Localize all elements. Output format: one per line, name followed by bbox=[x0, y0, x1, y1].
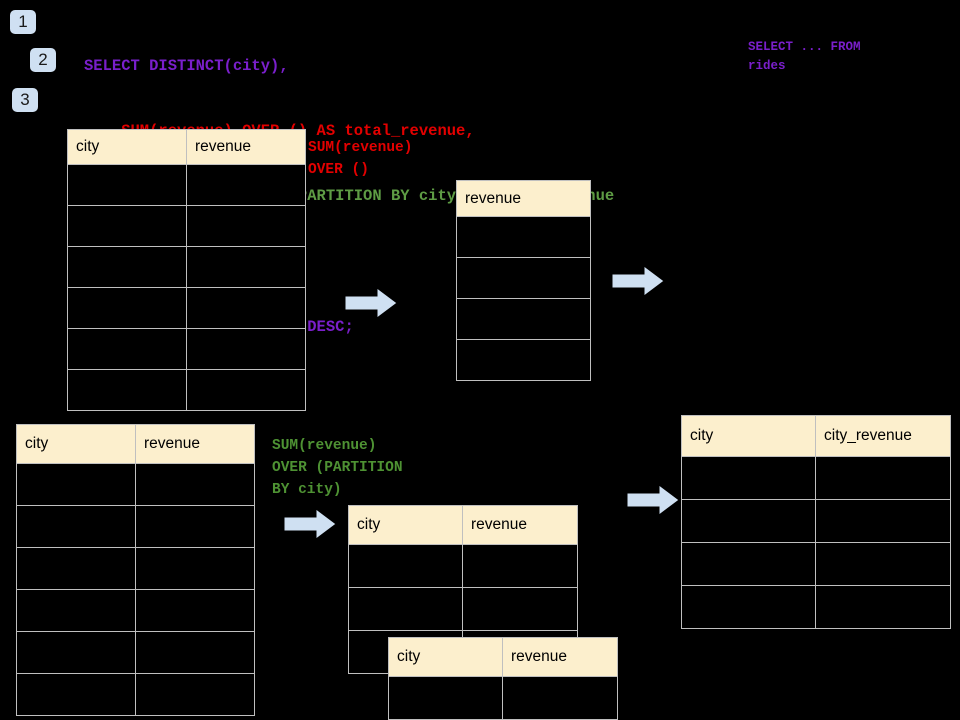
column-header-city-revenue: city_revenue bbox=[815, 415, 951, 457]
table-row bbox=[456, 216, 591, 258]
table-cell bbox=[67, 164, 187, 206]
annotation-total-revenue: SUM(revenue) OVER () bbox=[308, 140, 413, 178]
table-row bbox=[681, 456, 951, 500]
table-cell bbox=[186, 369, 306, 411]
table-cell bbox=[815, 542, 951, 586]
table-row bbox=[67, 164, 306, 206]
table-row bbox=[67, 205, 306, 247]
table-cell bbox=[456, 339, 591, 381]
arrow-partition-to-result bbox=[627, 485, 679, 515]
step-badge-3: 3 bbox=[12, 88, 38, 112]
table-cell bbox=[456, 257, 591, 299]
table-row bbox=[67, 287, 306, 329]
table-cell bbox=[16, 631, 136, 674]
column-header-city: city bbox=[67, 129, 187, 165]
annotation-city-revenue: SUM(revenue) OVER (PARTITION BY city) bbox=[272, 438, 403, 498]
table-cell bbox=[186, 164, 306, 206]
table-row bbox=[16, 673, 255, 716]
column-header-revenue: revenue bbox=[456, 180, 591, 217]
table-cell bbox=[186, 205, 306, 247]
table-cell bbox=[186, 246, 306, 288]
table-cell bbox=[16, 589, 136, 632]
table-cell bbox=[456, 298, 591, 340]
table-header-row: city revenue bbox=[67, 129, 306, 165]
table-cell bbox=[462, 544, 578, 588]
table-cell bbox=[348, 544, 463, 588]
table-header-row: city revenue bbox=[16, 424, 255, 464]
table-cell bbox=[135, 463, 255, 506]
table-cell bbox=[348, 587, 463, 631]
table-cell bbox=[681, 542, 816, 586]
table-row bbox=[16, 631, 255, 674]
table-cell bbox=[135, 673, 255, 716]
table-row bbox=[681, 542, 951, 586]
sql-line-select: SELECT DISTINCT(city), bbox=[84, 56, 289, 75]
table-cell bbox=[186, 287, 306, 329]
table-row bbox=[16, 505, 255, 548]
column-header-city: city bbox=[681, 415, 816, 457]
table-cell bbox=[456, 216, 591, 258]
table-cell bbox=[135, 589, 255, 632]
rides-source-table: city revenue bbox=[67, 129, 306, 411]
table-cell bbox=[681, 456, 816, 500]
column-header-city: city bbox=[16, 424, 136, 464]
table-cell bbox=[67, 287, 187, 329]
final-result-table: city city_revenue bbox=[681, 415, 951, 629]
table-cell bbox=[815, 456, 951, 500]
step-badge-1: 1 bbox=[10, 10, 36, 34]
column-header-city: city bbox=[388, 637, 503, 677]
table-cell bbox=[815, 499, 951, 543]
total-revenue-table: revenue bbox=[456, 180, 591, 381]
table-cell bbox=[388, 676, 503, 720]
table-row bbox=[16, 463, 255, 506]
table-row bbox=[16, 589, 255, 632]
rides-source-table-partitioned: city revenue bbox=[16, 424, 255, 716]
table-row bbox=[67, 246, 306, 288]
table-cell bbox=[681, 585, 816, 629]
table-row bbox=[348, 587, 578, 631]
table-row bbox=[456, 257, 591, 299]
column-header-revenue: revenue bbox=[462, 505, 578, 545]
table-cell bbox=[186, 328, 306, 370]
column-header-city: city bbox=[348, 505, 463, 545]
table-cell bbox=[67, 246, 187, 288]
table-header-row: city revenue bbox=[348, 505, 578, 545]
table-header-row: city revenue bbox=[388, 637, 618, 677]
table-row bbox=[67, 369, 306, 411]
table-header-row: revenue bbox=[456, 180, 591, 217]
table-row bbox=[681, 499, 951, 543]
table-cell bbox=[67, 205, 187, 247]
table-cell bbox=[135, 547, 255, 590]
arrow-total-to-result bbox=[612, 266, 664, 296]
table-row bbox=[67, 328, 306, 370]
table-cell bbox=[135, 631, 255, 674]
column-header-revenue: revenue bbox=[135, 424, 255, 464]
partition-group-table-back: city revenue bbox=[348, 505, 578, 674]
table-cell bbox=[135, 505, 255, 548]
table-cell bbox=[16, 505, 136, 548]
step-badge-2: 2 bbox=[30, 48, 56, 72]
table-row bbox=[348, 544, 578, 588]
column-header-revenue: revenue bbox=[186, 129, 306, 165]
table-cell bbox=[502, 676, 618, 720]
table-cell bbox=[462, 587, 578, 631]
partition-group-table-front: city revenue bbox=[388, 637, 618, 720]
table-cell bbox=[815, 585, 951, 629]
table-row bbox=[681, 585, 951, 629]
column-header-revenue: revenue bbox=[502, 637, 618, 677]
side-note-select-from: SELECT ... FROM rides bbox=[748, 40, 861, 73]
table-row bbox=[456, 298, 591, 340]
table-cell bbox=[681, 499, 816, 543]
table-row bbox=[16, 547, 255, 590]
table-row bbox=[388, 676, 618, 720]
table-row bbox=[456, 339, 591, 381]
arrow-source-to-partition bbox=[284, 509, 336, 539]
table-cell bbox=[67, 369, 187, 411]
table-cell bbox=[16, 463, 136, 506]
arrow-source-to-total bbox=[345, 288, 397, 318]
table-header-row: city city_revenue bbox=[681, 415, 951, 457]
table-cell bbox=[16, 673, 136, 716]
table-cell bbox=[16, 547, 136, 590]
table-cell bbox=[67, 328, 187, 370]
